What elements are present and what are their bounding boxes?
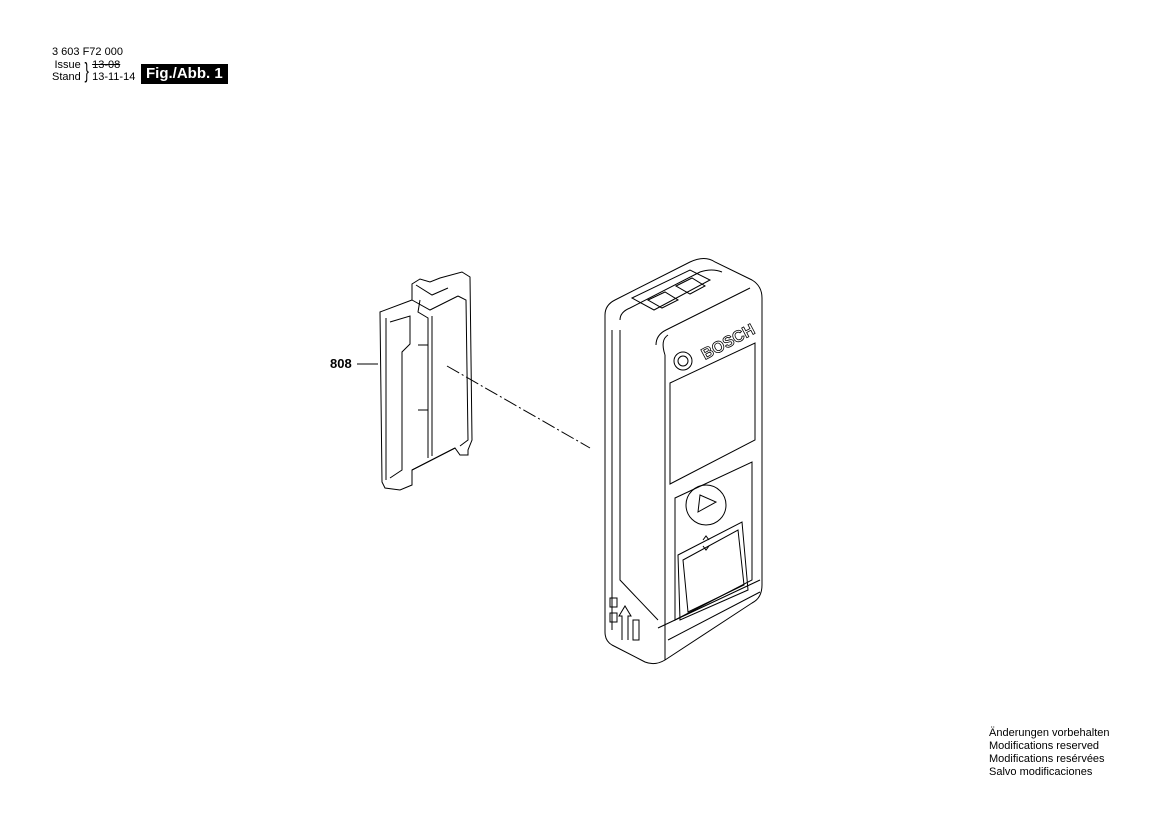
assembly-line xyxy=(446,365,591,449)
measure-triangle-icon xyxy=(697,494,718,513)
figure-label: Fig./Abb. 1 xyxy=(141,64,228,84)
issue-label: Issue xyxy=(54,59,81,71)
stand-value: 13-11-14 xyxy=(92,71,136,83)
battery-cover-808 xyxy=(379,271,473,491)
function-arrows-icon xyxy=(702,535,710,551)
document-header: 3 603 F72 000 Issue Stand } 13-08 13-11-… xyxy=(52,46,135,83)
callout-808: 808 xyxy=(330,356,352,371)
arrow-up-icon xyxy=(618,605,632,640)
reference-level-icon xyxy=(609,597,618,608)
notice-fr: Modifications resérvées xyxy=(989,753,1105,765)
bosch-logo-icon xyxy=(673,351,693,371)
part-number: 3 603 F72 000 xyxy=(52,46,123,58)
reference-level-icon-2 xyxy=(609,612,618,623)
brace-symbol: } xyxy=(84,58,89,83)
notice-en: Modifications reserved xyxy=(989,740,1100,752)
notice-es: Salvo modificaciones xyxy=(989,766,1093,778)
brand-text: BOSCH xyxy=(699,321,758,363)
stand-label: Stand xyxy=(52,71,81,83)
notice-de: Änderungen vorbehalten xyxy=(989,727,1110,739)
laser-measure-device xyxy=(604,258,763,665)
modifications-notice: Änderungen vorbehalten Modifications res… xyxy=(989,727,1109,779)
issue-value-struck: 13-08 xyxy=(92,59,121,71)
